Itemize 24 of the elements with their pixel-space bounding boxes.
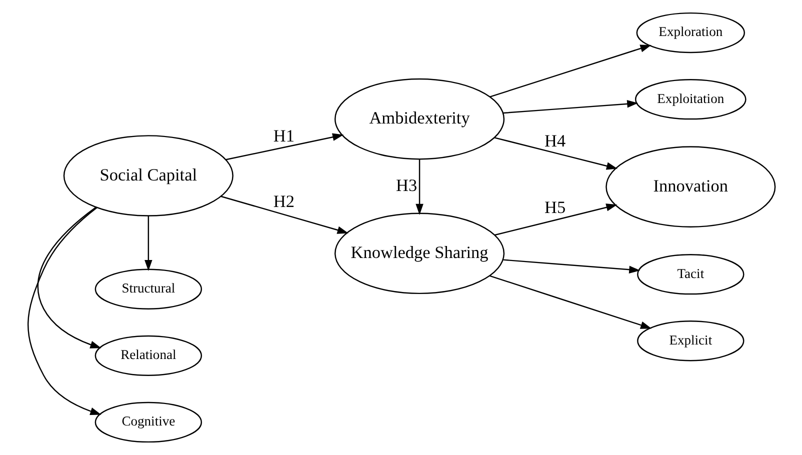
node-ellipse: Tacit	[636, 254, 744, 295]
arrow	[225, 133, 344, 160]
edge-label: H3	[396, 176, 417, 195]
arrow	[494, 204, 617, 236]
node-ellipse: Cognitive	[94, 402, 202, 443]
arrow	[502, 100, 638, 114]
arrow	[489, 44, 651, 98]
arrow	[144, 216, 152, 272]
node-ellipse: Social Capital	[62, 135, 233, 216]
node-ellipse: Relational	[94, 335, 202, 376]
node-ellipse: Ambidexterity	[334, 78, 504, 160]
arrow	[488, 275, 652, 329]
arrow	[36, 206, 101, 348]
arrow	[502, 259, 640, 274]
arrow	[27, 207, 101, 415]
edge-label: H2	[272, 192, 294, 211]
edge-label: H1	[272, 126, 294, 146]
edge-label: H4	[544, 131, 566, 150]
arrow	[415, 159, 423, 215]
node-ellipse: Structural	[94, 268, 202, 310]
node-ellipse: Exploitation	[634, 79, 746, 120]
arrow	[220, 196, 348, 234]
edge-label: H5	[544, 198, 566, 217]
arrow	[494, 137, 618, 170]
